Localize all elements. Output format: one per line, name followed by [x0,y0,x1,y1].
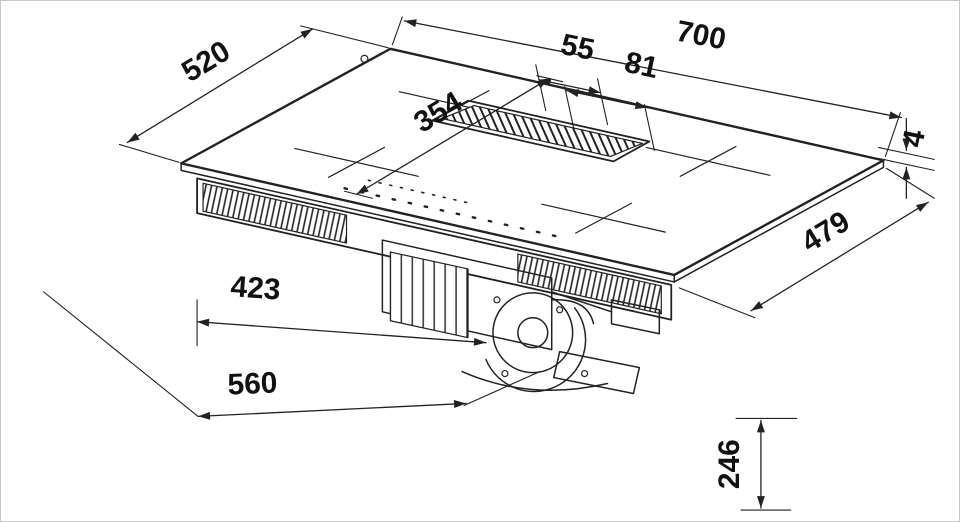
dim-246-label: 246 [713,439,746,489]
motor-hub [517,317,549,349]
dim-520: 520 [118,25,389,163]
duct-ribs [389,251,469,339]
dim-4: 4 [877,117,935,199]
dim-81-label: 81 [622,46,661,85]
control-markings [343,179,557,238]
cooling-louvers-left [202,182,348,244]
chassis [196,177,673,321]
cooling-louvers-right [517,253,662,315]
dim-700-label: 700 [673,15,728,57]
dim-81: 81 [564,46,661,151]
dim-700: 700 [391,15,903,157]
plenum-duct [381,239,553,351]
dim-246: 246 [713,417,798,511]
dim-560: 560 [43,291,541,420]
dim-4-label: 4 [896,127,932,150]
dim-55: 55 [535,28,609,126]
dim-354-label: 354 [408,85,468,139]
logo-mark [360,54,369,63]
mounting-bracket [610,299,661,335]
downdraft-unit [381,239,661,395]
dim-479: 479 [678,167,935,319]
dim-560-label: 560 [227,366,278,401]
dim-55-label: 55 [558,28,597,67]
dim-520-label: 520 [176,35,236,89]
dim-423-label: 423 [230,270,282,306]
blower-scroll [492,292,574,374]
dim-479-label: 479 [796,205,856,259]
outlet-duct [552,350,641,395]
glass-top [179,47,885,283]
dim-423: 423 [196,270,487,347]
